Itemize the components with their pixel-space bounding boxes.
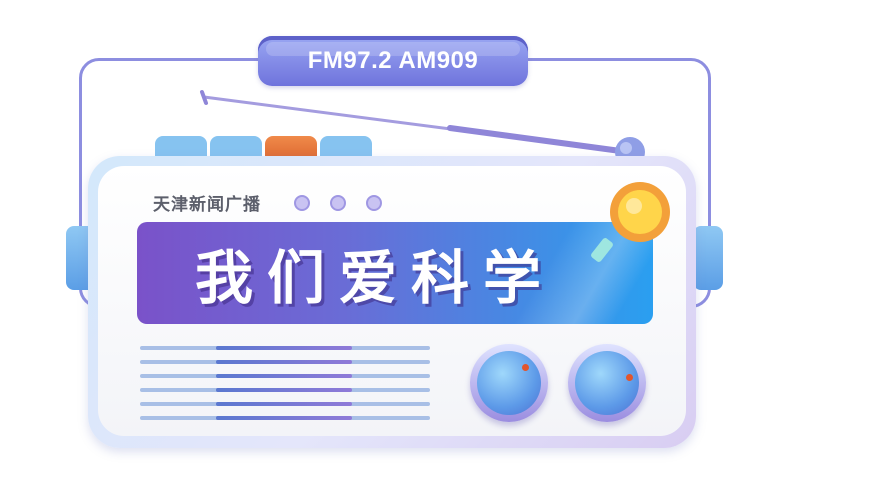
right-handle — [693, 226, 723, 290]
knob-marker — [626, 374, 633, 381]
knob-marker — [522, 364, 529, 371]
speaker-grille-accent — [216, 416, 352, 420]
indicator-dot-icon — [330, 195, 346, 211]
indicator-dot-icon — [294, 195, 310, 211]
title-banner: 我们爱科学 — [137, 222, 653, 324]
frequency-tag: FM97.2 AM909 — [258, 36, 528, 86]
show-title: 我们爱科学 — [195, 244, 556, 312]
knob-face — [575, 351, 639, 415]
tuning-knob-icon — [568, 344, 646, 422]
indicator-dot-icon — [366, 195, 382, 211]
station-name: 天津新闻广播 — [153, 195, 261, 215]
knob-face — [477, 351, 541, 415]
speaker-grille-accent — [216, 360, 352, 364]
speaker-grille-accent — [216, 374, 352, 378]
speaker-grille-accent — [216, 346, 352, 350]
speaker-grille-accent — [216, 388, 352, 392]
speaker-grille-accent — [216, 402, 352, 406]
frequency-label: FM97.2 AM909 — [307, 47, 479, 74]
volume-knob-icon — [470, 344, 548, 422]
